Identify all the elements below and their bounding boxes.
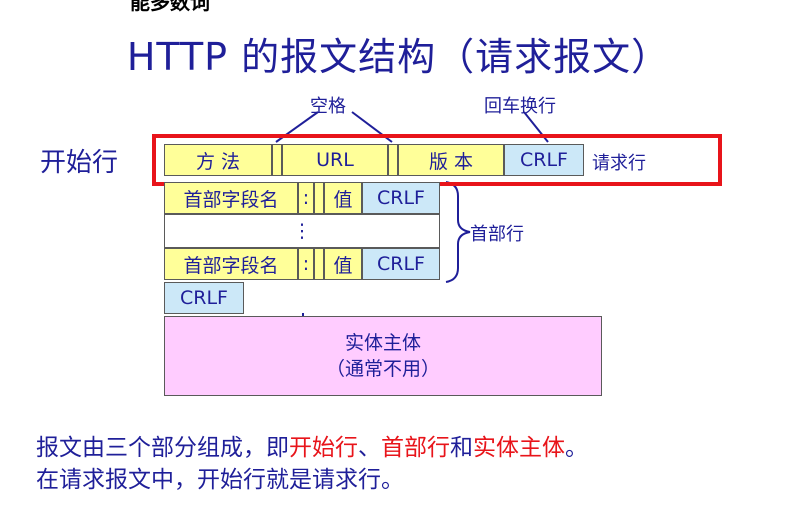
header-field-name-cell: 首部字段名: [164, 248, 298, 280]
note-line-2: 在请求报文中，开始行就是请求行。: [36, 467, 404, 493]
header-value-cell: 值: [324, 248, 362, 280]
cut-off-header-text: 能多数词: [130, 0, 210, 14]
space-cell: [272, 144, 282, 176]
crlf-return-label: 回车换行: [484, 96, 556, 117]
request-line-label: 请求行: [592, 153, 646, 174]
version-cell: 版 本: [398, 144, 504, 176]
request-crlf-cell: CRLF: [504, 144, 584, 176]
header-colon-cell: :: [298, 182, 314, 214]
start-line-highlight-box: [152, 134, 722, 186]
url-cell: URL: [282, 144, 388, 176]
space-cell: [314, 248, 324, 280]
header-lines-label: 首部行: [470, 224, 524, 245]
header-value-cell: 值: [324, 182, 362, 214]
start-line-label: 开始行: [40, 148, 119, 178]
note-line-1: 报文由三个部分组成，即开始行、首部行和实体主体。: [36, 435, 588, 461]
header-ellipsis-row: ⋮: [164, 214, 440, 248]
entity-body-subtitle: （通常不用）: [325, 358, 440, 380]
method-cell: 方 法: [164, 144, 272, 176]
space-label: 空格: [310, 96, 346, 117]
space-cell: [388, 144, 398, 176]
space-cell: [314, 182, 324, 214]
page-title: HTTP 的报文结构（请求报文）: [126, 35, 671, 79]
entity-body-box: 实体主体 （通常不用）: [164, 316, 602, 396]
blank-line-crlf-cell: CRLF: [164, 282, 244, 314]
header-crlf-cell: CRLF: [362, 182, 440, 214]
header-crlf-cell: CRLF: [362, 248, 440, 280]
header-colon-cell: :: [298, 248, 314, 280]
header-field-name-cell: 首部字段名: [164, 182, 298, 214]
entity-body-title: 实体主体: [344, 332, 421, 354]
